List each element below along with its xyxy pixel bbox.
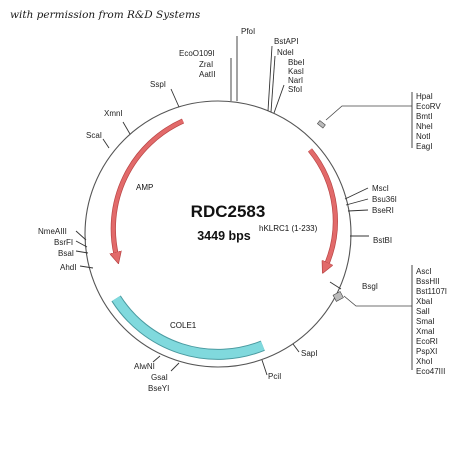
insert-arrow xyxy=(308,148,338,268)
amp-arrow xyxy=(113,119,184,258)
site-ecori: EcoRI xyxy=(416,337,438,346)
msci-tick xyxy=(344,187,369,200)
insert-label: hKLRC1 (1-233) xyxy=(259,224,318,233)
plasmid-name: RDC2583 xyxy=(191,202,266,221)
site-alwni: AlwNI xyxy=(134,362,155,371)
site-noti: NotI xyxy=(416,132,431,141)
bsrfi-tick xyxy=(75,240,88,248)
scai-tick xyxy=(102,138,110,149)
site-sfoi: SfoI xyxy=(288,85,302,94)
bsu36i-tick xyxy=(345,198,369,206)
site-bmti: BmtI xyxy=(416,112,432,121)
site-ecorv: EcoRV xyxy=(416,102,441,111)
site-aatii: AatII xyxy=(199,70,215,79)
plasmid-size: 3449 bps xyxy=(197,229,251,243)
site-eagi: EagI xyxy=(416,142,432,151)
site-sapi: SapI xyxy=(301,349,317,358)
site-nhei: NheI xyxy=(416,122,433,131)
site-scai: ScaI xyxy=(86,131,102,140)
site-hpai: HpaI xyxy=(416,92,433,101)
site-bsai: BsaI xyxy=(58,249,74,258)
site-sspi: SspI xyxy=(150,80,166,89)
xmni-tick xyxy=(122,121,131,135)
sapi-tick xyxy=(292,343,300,353)
nmeaiii-tick xyxy=(75,230,87,241)
site-bsshii: BssHII xyxy=(416,277,440,286)
sfoi-tick xyxy=(273,84,285,114)
pcil-tick xyxy=(261,359,268,376)
site-bsgi: BsgI xyxy=(362,282,378,291)
bsgi-tick xyxy=(329,281,342,290)
ahdi-tick xyxy=(79,265,94,269)
amp-label: AMP xyxy=(136,183,153,192)
credit-line: with permission from R&D Systems xyxy=(10,9,201,21)
mcs-lower-list: AscIBssHIIBst1107IXbaISalISmaIXmaIEcoRIP… xyxy=(416,267,447,376)
site-gsai: GsaI xyxy=(151,373,168,382)
site-nmeaiii: NmeAIII xyxy=(38,227,67,236)
bseri-tick xyxy=(347,209,369,212)
site-bbei: BbeI xyxy=(288,58,304,67)
gsai-tick xyxy=(170,362,180,372)
bstapi-tick xyxy=(267,45,273,112)
site-bseri: BseRI xyxy=(372,206,394,215)
mcs-marker-lower xyxy=(332,291,344,302)
site-bsrfi: BsrFI xyxy=(54,238,73,247)
site-eco47iii: Eco47III xyxy=(416,367,445,376)
site-msci: MscI xyxy=(372,184,389,193)
site-xmai: XmaI xyxy=(416,327,435,336)
site-zrai: ZraI xyxy=(199,60,213,69)
site-xmni: XmnI xyxy=(104,109,123,118)
alwni-tick xyxy=(152,355,161,363)
mcs-lower-leader xyxy=(343,295,412,307)
mcs-upper-leader xyxy=(325,105,412,121)
site-pfol: PfoI xyxy=(241,27,255,36)
site-bseyi: BseYI xyxy=(148,384,169,393)
site-kasi: KasI xyxy=(288,67,304,76)
site-ndei: NdeI xyxy=(277,48,294,57)
site-xhoi: XhoI xyxy=(416,357,432,366)
cole1-label: COLE1 xyxy=(170,321,197,330)
mcs-marker-upper xyxy=(316,120,326,129)
site-pspxi: PspXI xyxy=(416,347,437,356)
site-bstapi: BstAPI xyxy=(274,37,298,46)
site-bst1107i: Bst1107I xyxy=(416,287,447,296)
site-asci: AscI xyxy=(416,267,432,276)
site-ecoo109i: EcoO109I xyxy=(179,49,215,58)
site-pcil: PciI xyxy=(268,372,281,381)
site-smai: SmaI xyxy=(416,317,435,326)
backbone-circle xyxy=(84,100,352,368)
site-nari: NarI xyxy=(288,76,303,85)
bsai-tick xyxy=(75,250,89,254)
site-bstbi: BstBI xyxy=(373,236,392,245)
sspi-tick xyxy=(170,88,180,108)
site-xbai: XbaI xyxy=(416,297,432,306)
cole1-feature xyxy=(112,295,265,359)
site-bsu36i: Bsu36I xyxy=(372,195,397,204)
site-sali: SalI xyxy=(416,307,430,316)
site-ahdi: AhdI xyxy=(60,263,76,272)
ndei-tick xyxy=(270,55,276,113)
